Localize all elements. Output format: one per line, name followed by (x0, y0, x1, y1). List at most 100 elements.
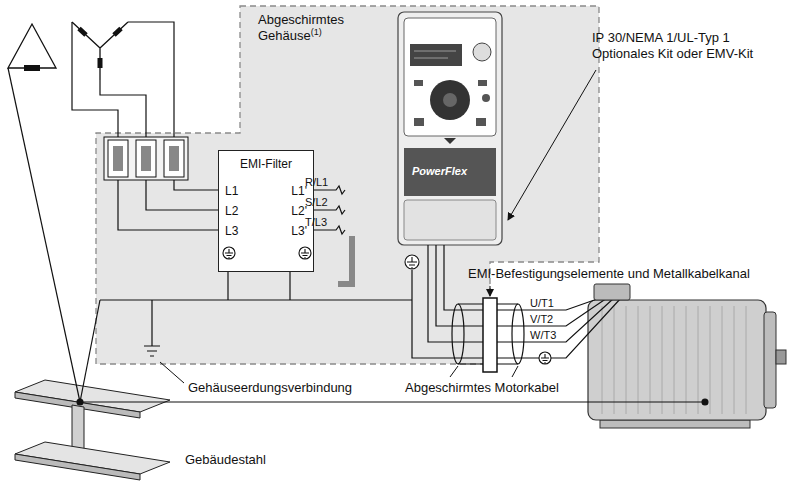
signal-name: R/L1 (305, 176, 328, 189)
terminal-name: L2' (291, 204, 307, 218)
motor-symbol (588, 300, 786, 428)
wire (227, 272, 228, 300)
terminal-name: L1 (225, 184, 238, 198)
wire (452, 304, 464, 364)
fuse-block (164, 140, 184, 177)
drive-symbol (410, 44, 462, 66)
transformer-symbol (79, 29, 121, 69)
fuse-block (169, 146, 179, 171)
fuse-block (113, 146, 123, 171)
fuse-block (108, 140, 128, 177)
wire (289, 272, 290, 300)
drive-symbol (478, 80, 487, 86)
transformer-symbol (72, 22, 128, 80)
drive-symbol (398, 12, 502, 245)
drive-symbol (414, 51, 456, 58)
shielded-enclosure: Abgeschirmtes Gehäuse(1) EMI-FilterL1L2L3… (95, 5, 600, 365)
leader-line (450, 366, 458, 377)
footnote-mark: (1) (311, 27, 322, 37)
leader-line (508, 70, 596, 220)
fuse-block (104, 137, 188, 180)
brand-logo: PowerFlex (412, 165, 467, 178)
building-steel (15, 454, 140, 480)
emi-fitting (483, 284, 630, 372)
wire (174, 180, 218, 190)
signal-name: W/T3 (530, 329, 556, 341)
enclosure-name: Abgeschirmtes Gehäuse (258, 12, 344, 43)
drive-symbol (443, 93, 457, 107)
enclosure-outline (95, 5, 600, 365)
drive-symbol (430, 80, 470, 120)
wire (80, 401, 705, 402)
wire (428, 245, 614, 342)
building-steel (15, 380, 170, 480)
filter-name: EMI-Filter (219, 157, 313, 171)
fuse-block (104, 137, 188, 180)
transformer-symbol (24, 65, 40, 71)
ground-symbol (299, 247, 311, 259)
motor-symbol (602, 306, 746, 414)
ground-symbol (77, 399, 83, 405)
wire (118, 180, 218, 230)
terminal-name: L1' (291, 184, 307, 198)
drive-symbol (444, 138, 456, 144)
ground-symbol (223, 247, 235, 259)
enclosure-title: Abgeschirmtes Gehäuse(1) (258, 12, 362, 44)
wire (80, 300, 100, 402)
drive-symbol (414, 118, 424, 126)
signal-name: S/L2 (305, 196, 328, 209)
drive-symbol (482, 94, 490, 102)
ground-symbol (702, 399, 708, 405)
signal-name: V/T2 (530, 313, 553, 325)
motor-symbol (764, 312, 776, 408)
wire (128, 22, 174, 137)
fuse-block (141, 146, 151, 171)
wire (100, 80, 146, 137)
motor-symbol (600, 420, 750, 428)
ground-symbol (541, 354, 549, 363)
part-name: Gebäudestahl (185, 452, 266, 467)
wire (146, 180, 218, 210)
callout-text: IP 30/NEMA 1/UL-Typ 1 Optionales Kit ode… (592, 30, 784, 62)
transformer-symbol (8, 22, 128, 80)
drive-symbol (404, 18, 496, 136)
ground-symbol (405, 255, 419, 269)
wire (338, 236, 352, 284)
emi-fitting (594, 284, 630, 300)
signal-name: T/L3 (305, 216, 327, 229)
filter-box: EMI-FilterL1L2L3 L1' L2' L3' (218, 150, 314, 272)
transformer-symbol (8, 24, 56, 68)
wire (100, 299, 412, 300)
terminal-name: L3 (225, 224, 238, 238)
leader-line (160, 362, 184, 383)
leader-line (160, 70, 596, 383)
wire (436, 245, 607, 326)
drive-symbol (404, 200, 496, 240)
terminal-name: L3' (291, 224, 307, 238)
enclosure-outline (96, 6, 599, 364)
drive-symbol (414, 80, 423, 86)
wire (412, 270, 621, 358)
ground-symbol (539, 352, 551, 364)
drive-symbol (473, 43, 491, 61)
terminal-name: L2 (225, 204, 238, 218)
wire (8, 22, 705, 402)
leader-line (490, 286, 491, 296)
drive-symbol (398, 12, 502, 245)
ground-symbol (301, 249, 309, 258)
ground-symbol (225, 249, 233, 258)
wire (72, 22, 118, 137)
callout-text: EMI-Befestigungselemente und Metallkabel… (468, 266, 750, 281)
wire (512, 304, 524, 364)
fuse-block (136, 140, 156, 177)
motor-symbol (776, 350, 786, 364)
leader-line (512, 366, 518, 377)
callout-text: Gehäuseerdungsverbindung (188, 380, 352, 395)
signal-name: U/T1 (530, 297, 554, 309)
ground-symbol (407, 257, 417, 268)
callout-text: Abgeschirmtes Motorkabel (405, 380, 559, 395)
wire (8, 68, 80, 402)
drive-symbol (476, 118, 486, 126)
wire (144, 300, 160, 356)
